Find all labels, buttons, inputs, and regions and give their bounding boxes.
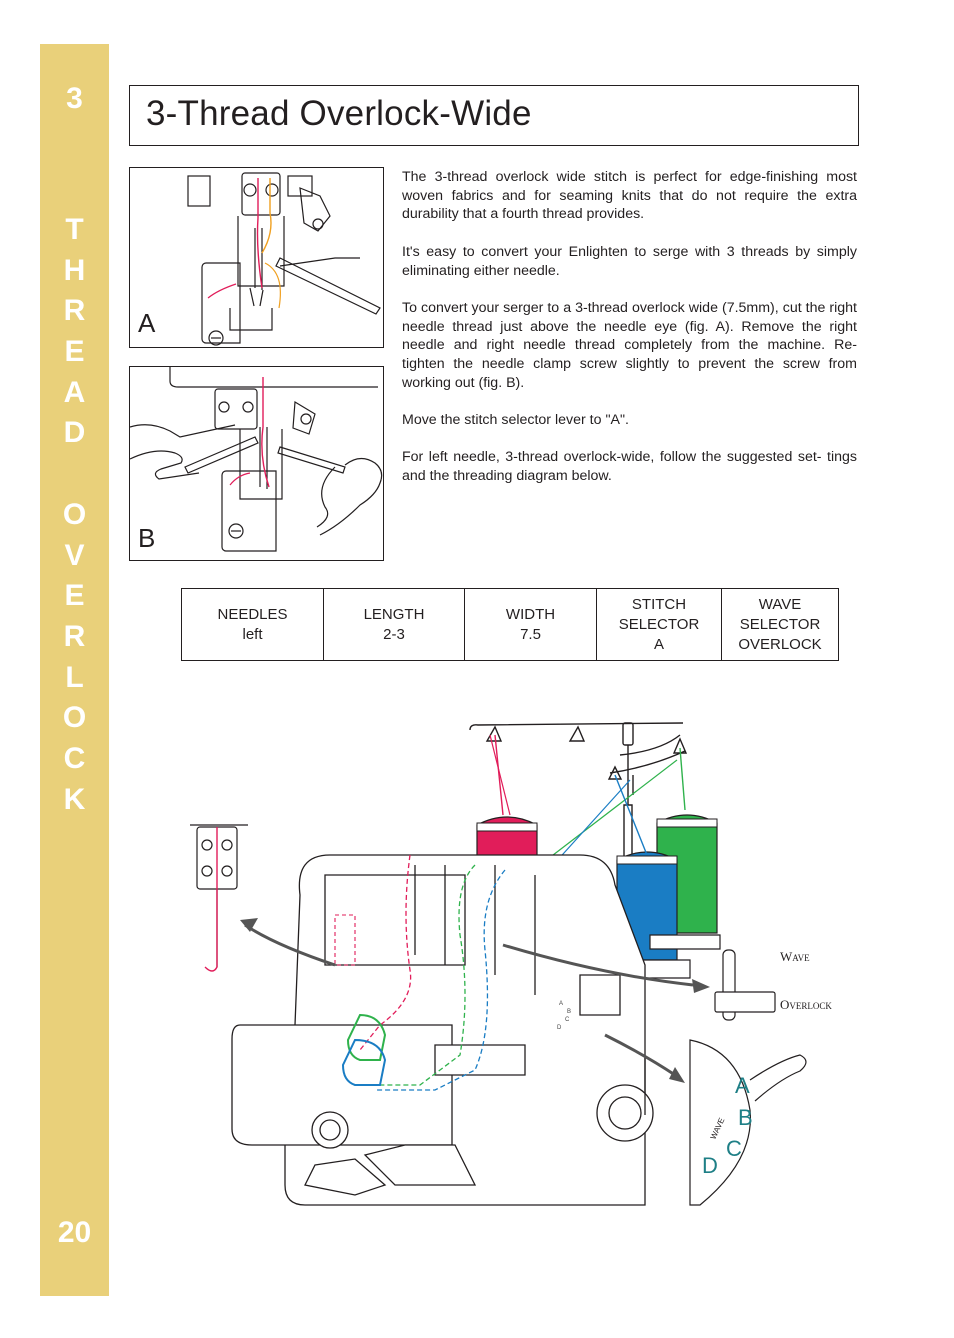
figure-b-illustration xyxy=(130,367,383,552)
chapter-letter: O xyxy=(62,497,87,531)
stitch-selector-label-1: STITCH xyxy=(631,595,687,613)
chapter-letter: R xyxy=(63,294,86,328)
stitch-selector-cell: STITCH SELECTOR A xyxy=(596,588,722,661)
paragraph: For left needle, 3-thread overlock-wide,… xyxy=(402,449,857,485)
chapter-letter: A xyxy=(63,375,86,409)
paragraph: Move the stitch selector lever to "A". xyxy=(402,412,629,429)
width-label: WIDTH xyxy=(505,605,556,623)
chapter-letter: D xyxy=(63,416,86,450)
stitch-selector-lever xyxy=(749,1054,807,1102)
serger-body xyxy=(231,854,654,1206)
stitch-selector-label-2: SELECTOR xyxy=(618,615,700,633)
chapter-letter: C xyxy=(63,741,86,775)
settings-row: NEEDLES left LENGTH 2-3 WIDTH 7.5 STITCH… xyxy=(181,588,839,661)
wave-overlock-selector xyxy=(714,949,776,1021)
dial-letter-b: B xyxy=(738,1105,753,1130)
wave-label: Wave xyxy=(780,949,810,964)
needles-value: left xyxy=(242,625,263,643)
needle-letter-c: C xyxy=(565,1017,570,1023)
wave-selector-label-2: SELECTOR xyxy=(739,615,821,633)
length-cell: LENGTH 2-3 xyxy=(323,588,465,661)
chapter-title-vertical: T H R E A D O V E R L O C K xyxy=(40,210,109,820)
settings-table: NEEDLES left LENGTH 2-3 WIDTH 7.5 STITCH… xyxy=(181,588,839,661)
figure-b: B xyxy=(129,366,384,561)
chapter-letter: R xyxy=(63,619,86,653)
needle-letter-b: B xyxy=(567,1009,571,1015)
dial-letter-a: A xyxy=(735,1073,750,1098)
needle-letter-a: A xyxy=(559,1001,563,1007)
pointer-arrows xyxy=(240,918,710,1083)
paragraph: To convert your serger to a 3-thread ove… xyxy=(402,299,857,391)
figure-b-label: B xyxy=(138,523,156,553)
wave-selector-cell: WAVE SELECTOR OVERLOCK xyxy=(721,588,839,661)
chapter-letter: H xyxy=(63,253,86,287)
paragraph: The 3-thread overlock wide stitch is per… xyxy=(402,169,857,223)
needle-letter-d: D xyxy=(557,1025,562,1031)
width-cell: WIDTH 7.5 xyxy=(464,588,597,661)
needle-clamp-detail xyxy=(190,824,248,967)
page-title: 3-Thread Overlock-Wide xyxy=(146,94,532,133)
wave-selector-value: OVERLOCK xyxy=(738,635,822,653)
chapter-letter: K xyxy=(63,782,86,816)
threading-diagram: Wave Overlock A B C D WAVE A B C D xyxy=(190,722,832,1206)
chapter-letter: O xyxy=(62,701,87,735)
chapter-sidebar: 3 T H R E A D O V E R L O C K 20 xyxy=(40,44,109,1296)
dial-letter-d: D xyxy=(702,1153,718,1178)
instructions-text: The 3-thread overlock wide stitch is per… xyxy=(402,168,857,505)
wave-selector-label-1: WAVE xyxy=(758,595,802,613)
chapter-letter: E xyxy=(64,335,85,369)
title-box: 3-Thread Overlock-Wide xyxy=(129,85,859,146)
chapter-letter: V xyxy=(64,538,85,572)
length-value: 2-3 xyxy=(383,625,405,643)
dial-letter-c: C xyxy=(726,1136,742,1161)
chapter-number: 3 xyxy=(66,82,83,115)
page-number: 20 xyxy=(57,1216,92,1249)
chapter-letter: L xyxy=(65,660,84,694)
length-label: LENGTH xyxy=(363,605,425,623)
chapter-letter: E xyxy=(64,579,85,613)
needles-cell: NEEDLES left xyxy=(181,588,324,661)
stitch-selector-value: A xyxy=(653,635,664,653)
figure-a-label: A xyxy=(138,308,156,338)
chapter-letter: T xyxy=(65,213,84,246)
chapter-letter-gap xyxy=(40,454,109,495)
width-value: 7.5 xyxy=(520,625,541,643)
needles-label: NEEDLES xyxy=(217,605,288,623)
stitch-selector-dial xyxy=(689,1039,752,1206)
figure-a: A xyxy=(129,167,384,348)
figure-a-illustration xyxy=(187,172,381,346)
paragraph: It's easy to convert your Enlighten to s… xyxy=(402,243,857,279)
overlock-label: Overlock xyxy=(780,997,832,1012)
